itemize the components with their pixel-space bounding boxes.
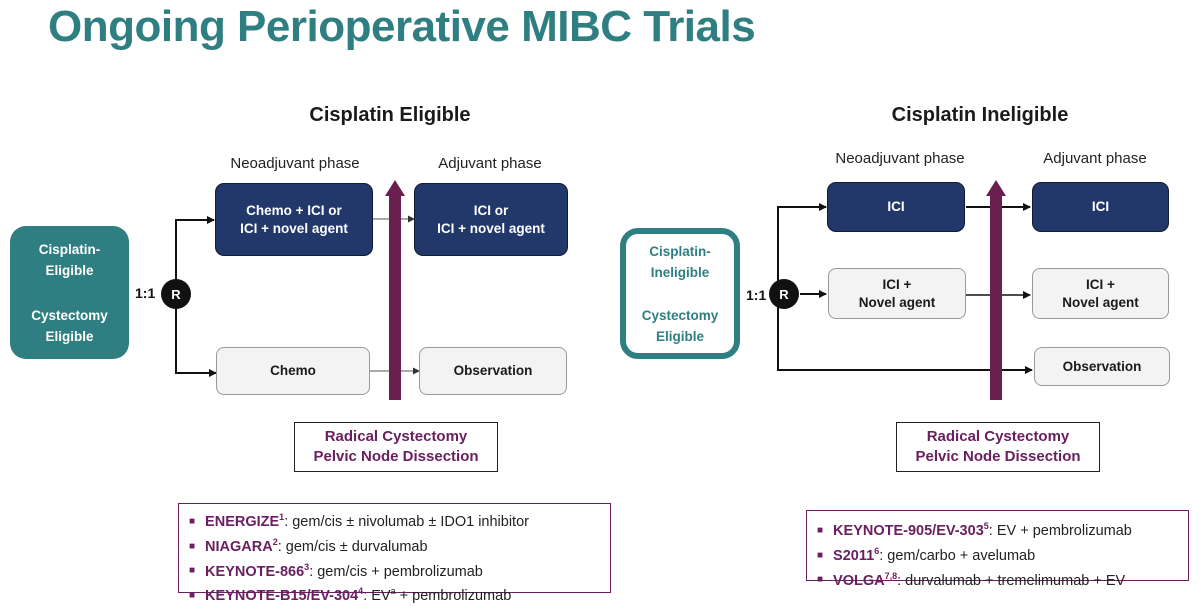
left-arm1-neoadjuvant-box: Chemo + ICI or ICI + novel agent — [215, 183, 373, 256]
right-surgery-box: Radical Cystectomy Pelvic Node Dissectio… — [896, 422, 1100, 472]
right-heading: Cisplatin Ineligible — [891, 104, 1069, 126]
trial-item: ■VOLGA7,8: durvalumab + tremelimumab + E… — [817, 570, 1126, 589]
right-arm1-adjuvant-box: ICI — [1032, 182, 1169, 232]
left-trials-list: ■ENERGIZE1: gem/cis ± nivolumab ± IDO1 i… — [189, 507, 600, 606]
right-surgery-line2: Pelvic Node Dissection — [915, 448, 1081, 465]
right-randomize-node: R — [769, 279, 799, 309]
left-arm2-neoadjuvant-box: Chemo — [216, 347, 370, 395]
left-population-line4: Eligible — [45, 328, 94, 344]
left-arm1-neo-line1: Chemo + ICI or — [246, 202, 342, 218]
right-arm1-neoadjuvant-box: ICI — [827, 182, 965, 232]
trial-item: ■S20116: gem/carbo + avelumab — [817, 545, 1036, 564]
left-adjuvant-label: Adjuvant phase — [438, 155, 542, 172]
left-surgery-line2: Pelvic Node Dissection — [313, 448, 479, 465]
trial-item: ■KEYNOTE-8663: gem/cis + pembrolizumab — [189, 561, 483, 580]
right-population-line2: Ineligible — [650, 264, 710, 280]
left-surgery-box: Radical Cystectomy Pelvic Node Dissectio… — [294, 422, 498, 472]
right-trials-box: ■KEYNOTE-905/EV-3035: EV + pembrolizumab… — [806, 510, 1189, 588]
trial-item: ■ENERGIZE1: gem/cis ± nivolumab ± IDO1 i… — [189, 512, 529, 530]
right-arm2-adj-line1: ICI + — [1086, 276, 1115, 292]
page-title: Ongoing Perioperative MIBC Trials — [48, 2, 756, 51]
left-population-line3: Cystectomy — [31, 307, 108, 323]
left-heading: Cisplatin Eligible — [309, 104, 471, 126]
right-arm2-adjuvant-box: ICI + Novel agent — [1032, 268, 1169, 319]
right-adjuvant-label: Adjuvant phase — [1043, 150, 1147, 167]
left-arm1-adj-line2: ICI + novel agent — [437, 220, 545, 236]
right-surgery-line1: Radical Cystectomy — [926, 428, 1070, 445]
right-arm2-neoadjuvant-box: ICI + Novel agent — [828, 268, 966, 319]
left-population-line2: Eligible — [45, 262, 94, 278]
right-population-line3: Cystectomy — [641, 307, 719, 323]
trial-item: ■KEYNOTE-905/EV-3035: EV + pembrolizumab — [817, 521, 1132, 539]
right-arm3-adjuvant-box: Observation — [1034, 347, 1170, 386]
right-arm2-neo-line2: Novel agent — [858, 294, 936, 310]
right-surgery-arrow — [986, 180, 1006, 400]
right-neoadjuvant-label: Neoadjuvant phase — [835, 150, 965, 167]
left-population-box: Cisplatin- Eligible Cystectomy Eligible — [10, 226, 129, 359]
right-trials-list: ■KEYNOTE-905/EV-3035: EV + pembrolizumab… — [817, 516, 1178, 590]
left-population-line1: Cisplatin- — [38, 241, 101, 257]
right-ratio: 1:1 — [746, 287, 767, 303]
right-arm2-neo-line1: ICI + — [882, 276, 912, 292]
left-arm2-adjuvant-box: Observation — [419, 347, 567, 395]
left-neoadjuvant-label: Neoadjuvant phase — [230, 155, 360, 172]
trial-item: ■NIAGARA2: gem/cis ± durvalumab — [189, 536, 428, 555]
left-trials-box: ■ENERGIZE1: gem/cis ± nivolumab ± IDO1 i… — [178, 503, 611, 604]
left-arm1-adj-line1: ICI or — [473, 202, 509, 218]
right-arm2-adj-line2: Novel agent — [1062, 294, 1139, 310]
left-randomize-node: R — [161, 279, 191, 309]
left-surgery-arrow — [385, 180, 405, 400]
right-population-line4: Eligible — [655, 328, 704, 344]
trial-item: ■KEYNOTE-B15/EV-3044: EVa + pembrolizuma… — [189, 586, 512, 605]
left-arm1-adjuvant-box: ICI or ICI + novel agent — [414, 183, 568, 256]
right-population-line1: Cisplatin- — [649, 243, 711, 259]
left-ratio: 1:1 — [135, 285, 156, 301]
left-arm1-neo-line2: ICI + novel agent — [240, 220, 348, 236]
right-population-box: Cisplatin- Ineligible Cystectomy Eligibl… — [620, 228, 740, 359]
left-surgery-line1: Radical Cystectomy — [324, 428, 468, 445]
